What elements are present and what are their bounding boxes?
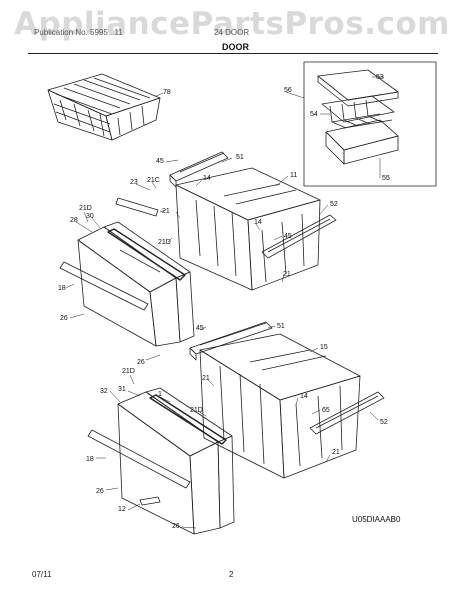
basket-78 (47, 73, 161, 141)
part-label-31: 31 (118, 386, 126, 393)
part-label-52: 52 (330, 201, 338, 208)
part-label-52: 52 (380, 419, 388, 426)
part-label-21d: 21D (79, 205, 92, 212)
part-label-21: 21 (283, 271, 291, 278)
part-label-26: 26 (172, 523, 180, 530)
part-label-18: 18 (86, 456, 94, 463)
part-label-56: 56 (284, 87, 292, 94)
upper-bin-11 (175, 167, 321, 291)
part-label-54: 54 (310, 111, 318, 118)
footer-date: 07/11 (32, 570, 52, 579)
part-label-21d: 21D (190, 407, 203, 414)
watermark-text: AppliancePartsPros.com (14, 6, 450, 42)
lower-rail-51 (189, 321, 273, 361)
part-label-14: 14 (254, 219, 262, 226)
lower-rail-52 (309, 391, 385, 435)
header-rule (28, 53, 438, 54)
part-label-21d: 21D (122, 368, 135, 375)
section-number: 24 DOOR (214, 28, 250, 37)
part-label-21c: 21C (147, 177, 160, 184)
section-title: DOOR (222, 42, 249, 52)
publication-number: Publication No. 5995...11 (34, 28, 123, 37)
part-label-12: 12 (118, 506, 126, 513)
part-label-11: 11 (290, 172, 297, 179)
part-label-21: 21 (162, 208, 170, 215)
part-label-45: 45 (156, 158, 164, 165)
part-label-23: 23 (130, 179, 138, 186)
part-label-18: 18 (58, 285, 66, 292)
part-label-45: 45 (284, 233, 292, 240)
part-label-26: 26 (60, 315, 68, 322)
part-label-1: 1 (158, 391, 162, 398)
crisper-tray-assembly (317, 69, 399, 165)
part-label-26: 26 (96, 488, 104, 495)
part-label-45: 45 (196, 325, 204, 332)
inset-frame (303, 61, 437, 187)
part-label-21: 21 (332, 449, 340, 456)
part-label-30: 30 (86, 213, 94, 220)
upper-door-assembly (59, 221, 195, 347)
lower-door-assembly (87, 387, 235, 535)
part-label-15: 15 (320, 344, 328, 351)
upper-rail-52 (261, 214, 337, 259)
part-label-26: 26 (137, 359, 145, 366)
drawing-code: U05DIAAAB0 (352, 515, 401, 524)
part-label-78: 78 (163, 89, 171, 96)
part-label-55: 55 (382, 175, 390, 182)
part-label-21: 21 (202, 375, 210, 382)
part-number-labels: 78 56 53 54 55 45 51 23 21C 14 11 21 21D… (58, 74, 390, 530)
part-label-32: 32 (100, 388, 108, 395)
part-label-14: 14 (203, 175, 211, 182)
part-label-51: 51 (236, 154, 244, 161)
part-label-51: 51 (277, 323, 285, 330)
part-label-28: 28 (70, 217, 78, 224)
part-label-21d: 21D (158, 239, 171, 246)
lower-bin-15 (199, 333, 361, 479)
upper-rail-51 (169, 151, 229, 188)
part-label-14: 14 (300, 393, 308, 400)
part-label-53: 53 (376, 74, 384, 81)
bracket-23 (115, 197, 159, 217)
part-label-65: 65 (322, 407, 330, 414)
footer-page-number: 2 (229, 570, 234, 579)
